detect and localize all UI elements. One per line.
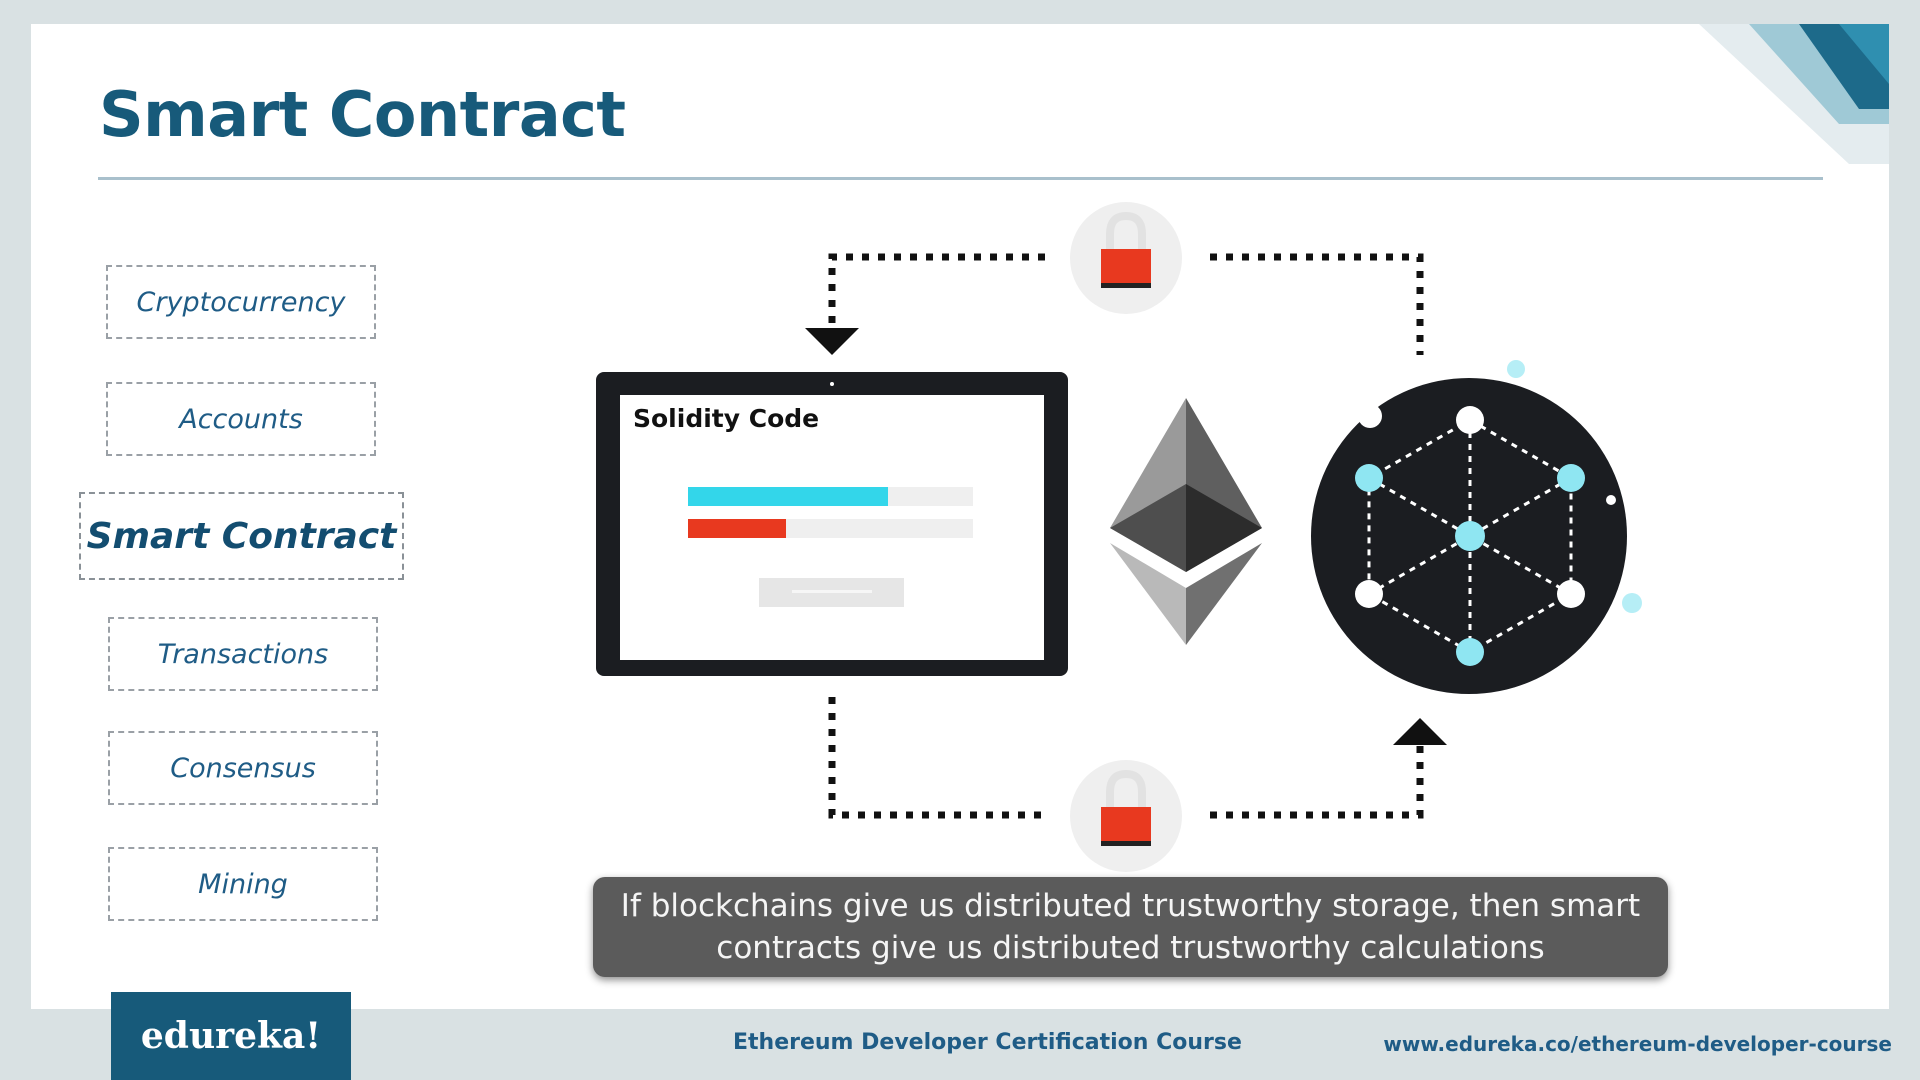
arrow-up-icon <box>1393 718 1447 745</box>
code-window-label: Solidity Code <box>633 404 820 433</box>
ethereum-logo-icon <box>1110 398 1262 645</box>
nav-item-consensus[interactable]: Consensus <box>108 731 378 805</box>
caption-banner: If blockchains give us distributed trust… <box>593 877 1668 977</box>
corner-decoration <box>1699 24 1889 164</box>
title-divider <box>98 177 1823 180</box>
lock-icon <box>1070 202 1182 314</box>
top-flow-path <box>828 253 1424 355</box>
nav-item-mining[interactable]: Mining <box>108 847 378 921</box>
bottom-flow-path <box>828 697 1424 819</box>
nav-item-accounts[interactable]: Accounts <box>106 382 376 456</box>
lock-icon <box>1070 760 1182 872</box>
course-title: Ethereum Developer Certification Course <box>733 1030 1242 1055</box>
page-title: Smart Contract <box>99 78 626 151</box>
blockchain-network-icon <box>1311 360 1642 694</box>
edureka-logo: edureka! <box>111 992 351 1080</box>
code-window <box>596 372 1068 676</box>
nav-item-smart-contract[interactable]: Smart Contract <box>79 492 404 580</box>
nav-item-transactions[interactable]: Transactions <box>108 617 378 691</box>
course-url[interactable]: www.edureka.co/ethereum-developer-course <box>1383 1032 1892 1056</box>
nav-item-cryptocurrency[interactable]: Cryptocurrency <box>106 265 376 339</box>
arrow-down-icon <box>805 328 859 355</box>
